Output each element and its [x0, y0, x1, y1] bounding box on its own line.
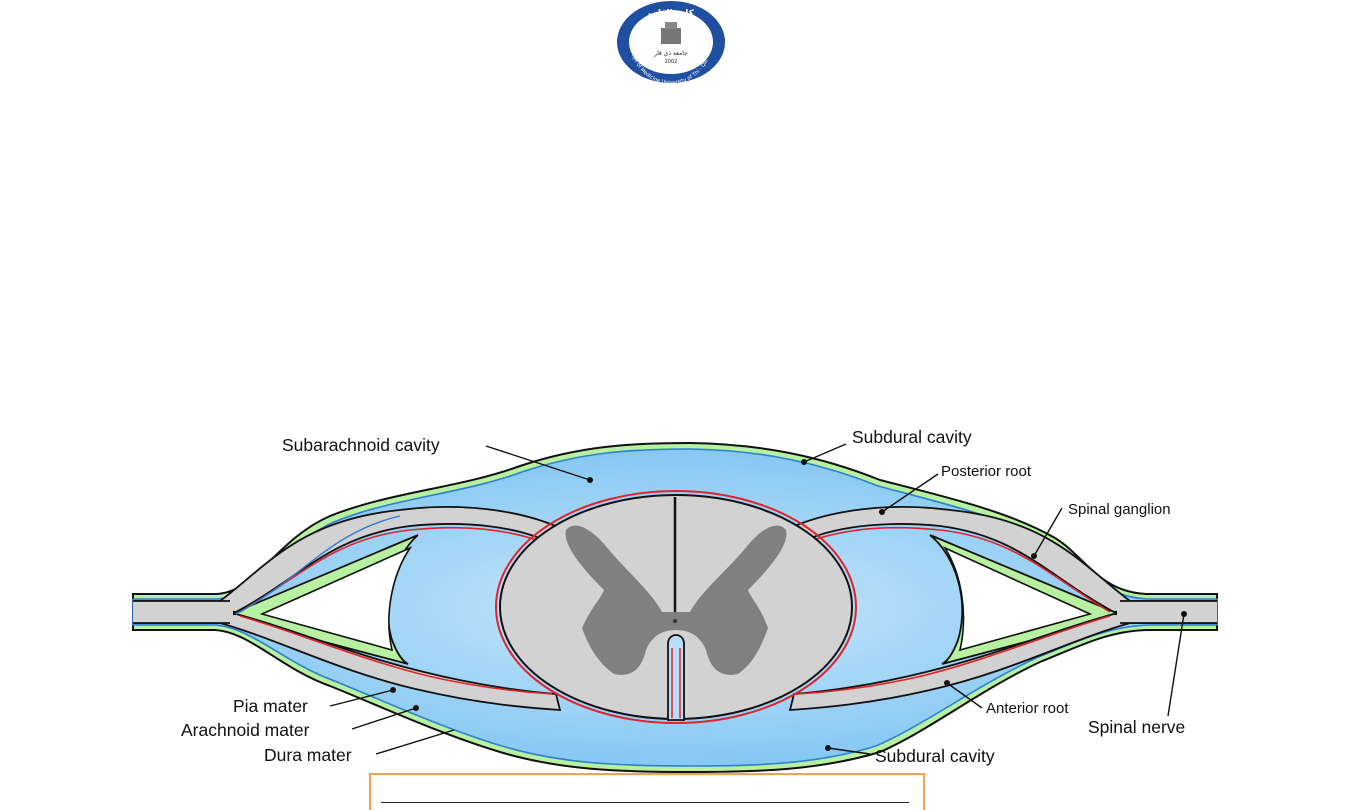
label-anterior-root: Anterior root [986, 700, 1069, 717]
label-posterior-root: Posterior root [941, 463, 1032, 480]
label-spinal-ganglion: Spinal ganglion [1068, 501, 1171, 518]
label-dura-mater: Dura mater [264, 745, 352, 765]
leader-dots [390, 459, 1187, 751]
caption-text-box[interactable] [369, 773, 925, 810]
label-subarachnoid-cavity: Subarachnoid cavity [282, 435, 440, 455]
anterior-median-fissure [667, 634, 685, 721]
central-canal [673, 619, 677, 623]
left-anterior-root [132, 613, 562, 711]
left-ganglion-space [259, 546, 413, 652]
label-pia-mater: Pia mater [233, 696, 308, 716]
college-logo: كلية الطب جامعة ذي قار 2002 College of M… [617, 1, 725, 84]
caption-underline [381, 802, 909, 803]
right-anterior-root [788, 613, 1218, 711]
left-spinal-nerve [133, 601, 233, 623]
logo-arabic-university: جامعة ذي قار [653, 50, 688, 57]
logo-arabic-title: كلية الطب [648, 9, 695, 19]
leader-lines [329, 443, 1185, 755]
label-subdural-cavity-top: Subdural cavity [852, 427, 972, 447]
grey-matter [565, 525, 787, 675]
label-arachnoid-mater: Arachnoid mater [181, 720, 310, 740]
logo-year: 2002 [665, 59, 678, 65]
right-ganglion-space [942, 546, 1093, 652]
label-subdural-cavity-bottom: Subdural cavity [875, 746, 995, 766]
right-spinal-nerve [1117, 601, 1217, 623]
label-spinal-nerve: Spinal nerve [1088, 717, 1185, 737]
